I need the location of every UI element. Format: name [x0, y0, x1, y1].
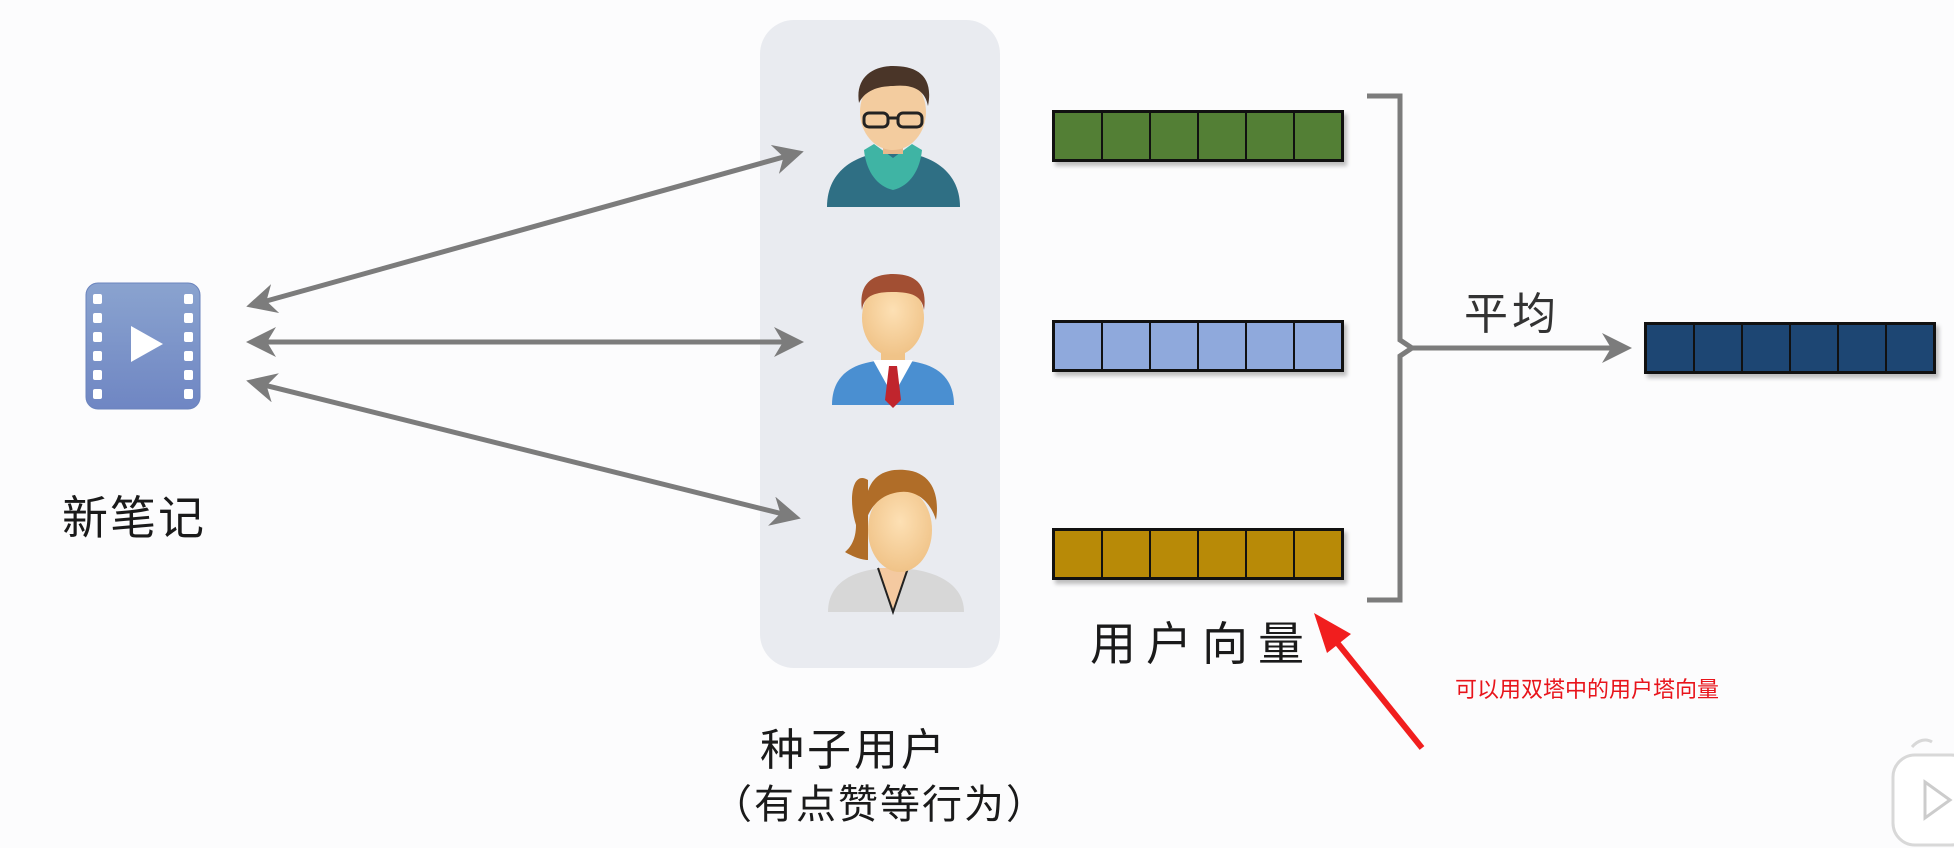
vector-cell: [1247, 113, 1295, 159]
arrow-note-user1: [246, 144, 804, 314]
user-vectors-label: 用户向量: [1090, 617, 1314, 671]
average-label: 平均: [1464, 289, 1560, 340]
vector-cell: [1295, 531, 1341, 577]
vector-cell: [1695, 325, 1743, 371]
vector-cell: [1247, 323, 1295, 369]
seed-users-note: （有点赞等行为）: [712, 782, 1048, 828]
man-with-tie-icon: [832, 274, 954, 408]
user-vector-1: [1052, 110, 1344, 162]
vector-cell: [1887, 325, 1933, 371]
vector-cell: [1247, 531, 1295, 577]
annotation-arrow: [1314, 613, 1425, 750]
vector-cell: [1199, 113, 1247, 159]
vector-cell: [1103, 113, 1151, 159]
man-with-glasses-scarf-icon: [827, 66, 960, 207]
new-note-label: 新笔记: [62, 491, 206, 545]
vector-cell: [1055, 323, 1103, 369]
vector-cell: [1647, 325, 1695, 371]
arrow-note-user3: [246, 373, 801, 526]
vector-cell: [1295, 113, 1341, 159]
user-vector-2: [1052, 320, 1344, 372]
woman-icon: [828, 469, 964, 616]
vector-cell: [1103, 531, 1151, 577]
vector-cell: [1151, 531, 1199, 577]
vector-cell: [1103, 323, 1151, 369]
vector-cell: [1743, 325, 1791, 371]
vector-cell: [1055, 113, 1103, 159]
vector-cell: [1839, 325, 1887, 371]
video-file-icon: [85, 282, 201, 410]
vector-cell: [1295, 323, 1341, 369]
vector-cell: [1791, 325, 1839, 371]
video-player-icon: [1891, 738, 1954, 847]
vector-cell: [1199, 531, 1247, 577]
vector-cell: [1055, 531, 1103, 577]
seed-users-label: 种子用户: [760, 725, 948, 776]
vector-cell: [1151, 323, 1199, 369]
vector-cell: [1199, 323, 1247, 369]
average-vector: [1644, 322, 1936, 374]
user-vector-3: [1052, 528, 1344, 580]
vector-cell: [1151, 113, 1199, 159]
grouping-bracket: [1367, 93, 1417, 603]
annotation-text: 可以用双塔中的用户塔向量: [1455, 678, 1720, 703]
